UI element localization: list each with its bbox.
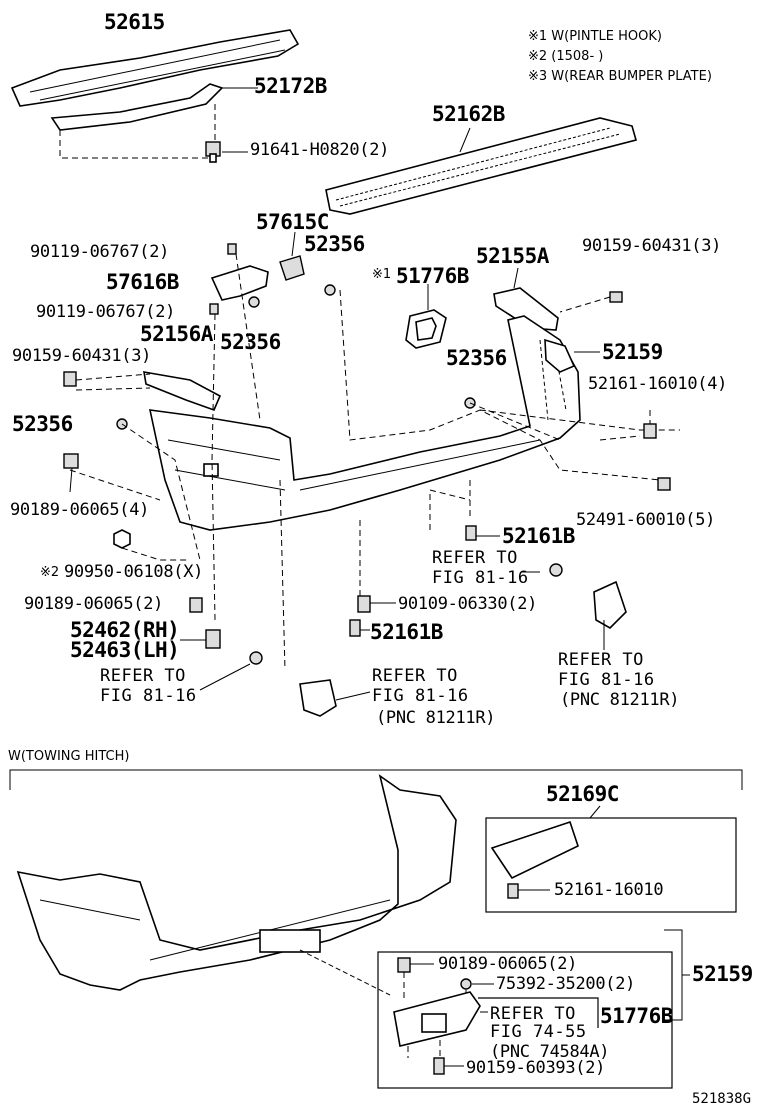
label-90950-mark: ※2 bbox=[40, 565, 60, 580]
ref-74-55-line3[interactable]: (PNC 74584A) bbox=[490, 1042, 610, 1062]
label-52615[interactable]: 52615 bbox=[104, 10, 165, 34]
label-52356-b[interactable]: 52356 bbox=[220, 330, 281, 354]
label-52156A[interactable]: 52156A bbox=[140, 322, 213, 346]
screw-90119-b-icon bbox=[209, 303, 219, 315]
inset-box-52169C bbox=[485, 817, 737, 913]
ref-81-16-c-line2[interactable]: FIG 81-16 bbox=[100, 686, 197, 706]
label-90159-a[interactable]: 90159-60431(3) bbox=[582, 236, 722, 256]
label-90950[interactable]: 90950-06108(X) bbox=[64, 562, 204, 582]
label-90109[interactable]: 90109-06330(2) bbox=[398, 594, 538, 614]
note-2: ※2 (1508- ) bbox=[528, 49, 604, 64]
ref-81-16-d-line3[interactable]: (PNC 81211R) bbox=[376, 708, 496, 728]
label-52356-c[interactable]: 52356 bbox=[446, 346, 507, 370]
label-57615C[interactable]: 57615C bbox=[256, 210, 329, 234]
label-52159-b[interactable]: 52159 bbox=[692, 962, 753, 986]
label-52462[interactable]: 52462(RH) bbox=[70, 618, 180, 642]
label-52463[interactable]: 52463(LH) bbox=[70, 638, 180, 662]
ref-81-16-c-line1[interactable]: REFER TO bbox=[100, 666, 186, 686]
label-51776B[interactable]: 51776B bbox=[396, 264, 469, 288]
label-90159-b[interactable]: 90159-60431(3) bbox=[12, 346, 152, 366]
label-52161B-a[interactable]: 52161B bbox=[502, 524, 575, 548]
step-pad-52162B bbox=[325, 117, 637, 215]
ref-74-55-line2[interactable]: FIG 74-55 bbox=[490, 1022, 587, 1042]
ref-74-55-line1[interactable]: REFER TO bbox=[490, 1004, 576, 1024]
clip-52491-icon bbox=[657, 477, 671, 491]
note-1: ※1 W(PINTLE HOOK) bbox=[528, 29, 662, 44]
label-90189-a[interactable]: 90189-06065(4) bbox=[10, 500, 150, 520]
label-52161-16010-b[interactable]: 52161-16010 bbox=[554, 880, 664, 900]
grommet-a-icon bbox=[249, 651, 263, 665]
ref-bracket bbox=[478, 997, 599, 1028]
screw-90159-a-icon bbox=[609, 291, 623, 303]
note-3: ※3 W(REAR BUMPER PLATE) bbox=[528, 69, 712, 84]
screw-52161-16010-icon bbox=[643, 423, 657, 439]
ref-81-16-b-line1[interactable]: REFER TO bbox=[558, 650, 644, 670]
diagram-code: 521838G bbox=[692, 1091, 752, 1107]
clip-52356-a-icon bbox=[324, 284, 336, 296]
ref-81-16-a-line2[interactable]: FIG 81-16 bbox=[432, 568, 529, 588]
label-52159[interactable]: 52159 bbox=[602, 340, 663, 364]
label-52356-a[interactable]: 52356 bbox=[304, 232, 365, 256]
label-52161B-b[interactable]: 52161B bbox=[370, 620, 443, 644]
screw-90159-c-icon bbox=[433, 1057, 445, 1075]
section-bracket bbox=[9, 769, 743, 790]
label-52162B[interactable]: 52162B bbox=[432, 102, 505, 126]
label-90189-b[interactable]: 90189-06065(2) bbox=[24, 594, 164, 614]
retainer-52156A bbox=[143, 371, 222, 412]
ref-81-16-b-line3[interactable]: (PNC 81211R) bbox=[560, 690, 680, 710]
reinforcement-52615 bbox=[10, 29, 300, 107]
label-91641[interactable]: 91641-H0820(2) bbox=[250, 140, 390, 160]
bracket-57615C bbox=[279, 255, 305, 281]
label-52169C[interactable]: 52169C bbox=[546, 782, 619, 806]
rear-bumper-cover bbox=[148, 315, 581, 531]
label-52356-d[interactable]: 52356 bbox=[12, 412, 73, 436]
label-51776B-mark: ※1 bbox=[372, 267, 392, 282]
clip-90189-b-icon bbox=[189, 597, 203, 613]
clip-52161B-b-icon bbox=[349, 619, 361, 637]
label-52161-16010-a[interactable]: 52161-16010(4) bbox=[588, 374, 728, 394]
reflex-lamp-right bbox=[593, 580, 627, 629]
reflex-lamp-left bbox=[299, 679, 337, 717]
nut-90950-icon bbox=[113, 529, 131, 549]
label-90189-c[interactable]: 90189-06065(2) bbox=[438, 954, 578, 974]
clip-52161B-a-icon bbox=[465, 525, 477, 541]
label-52172B[interactable]: 52172B bbox=[254, 74, 327, 98]
side-pad-52159 bbox=[544, 338, 576, 373]
ref-81-16-a-line1[interactable]: REFER TO bbox=[432, 548, 518, 568]
reinforcement-detail bbox=[29, 39, 286, 101]
label-75392[interactable]: 75392-35200(2) bbox=[496, 974, 636, 994]
grommet-b-icon bbox=[549, 563, 563, 577]
screw-90119-a-icon bbox=[227, 243, 237, 255]
label-90159-c[interactable]: 90159-60393(2) bbox=[466, 1058, 606, 1078]
section-title-towing-hitch: W(TOWING HITCH) bbox=[8, 749, 130, 764]
ref-81-16-d-line1[interactable]: REFER TO bbox=[372, 666, 458, 686]
screw-90159-b-icon bbox=[63, 371, 77, 387]
clip-90189-c-icon bbox=[397, 957, 411, 973]
reflector-52462-icon bbox=[205, 629, 221, 649]
ref-81-16-b-line2[interactable]: FIG 81-16 bbox=[558, 670, 655, 690]
clip-75392-icon bbox=[460, 978, 472, 990]
bolt-91641-icon bbox=[205, 141, 221, 163]
label-51776B-b[interactable]: 51776B bbox=[600, 1004, 673, 1028]
clip-52356-b-icon bbox=[248, 296, 260, 308]
label-57616B[interactable]: 57616B bbox=[106, 270, 179, 294]
label-52155A[interactable]: 52155A bbox=[476, 244, 549, 268]
label-52491[interactable]: 52491-60010(5) bbox=[576, 510, 716, 530]
screw-52161-16010-b-icon bbox=[507, 883, 519, 899]
towing-hitch-bumper-cover bbox=[16, 774, 457, 991]
screw-90109-icon bbox=[357, 595, 371, 613]
label-90119-b[interactable]: 90119-06767(2) bbox=[36, 302, 176, 322]
ref-81-16-d-line2[interactable]: FIG 81-16 bbox=[372, 686, 469, 706]
garnish-52169C bbox=[490, 820, 579, 880]
clip-90189-a-icon bbox=[63, 453, 79, 469]
retainer-52155A bbox=[493, 287, 559, 331]
bracket-57616B bbox=[210, 265, 269, 301]
label-90119-a[interactable]: 90119-06767(2) bbox=[30, 242, 170, 262]
